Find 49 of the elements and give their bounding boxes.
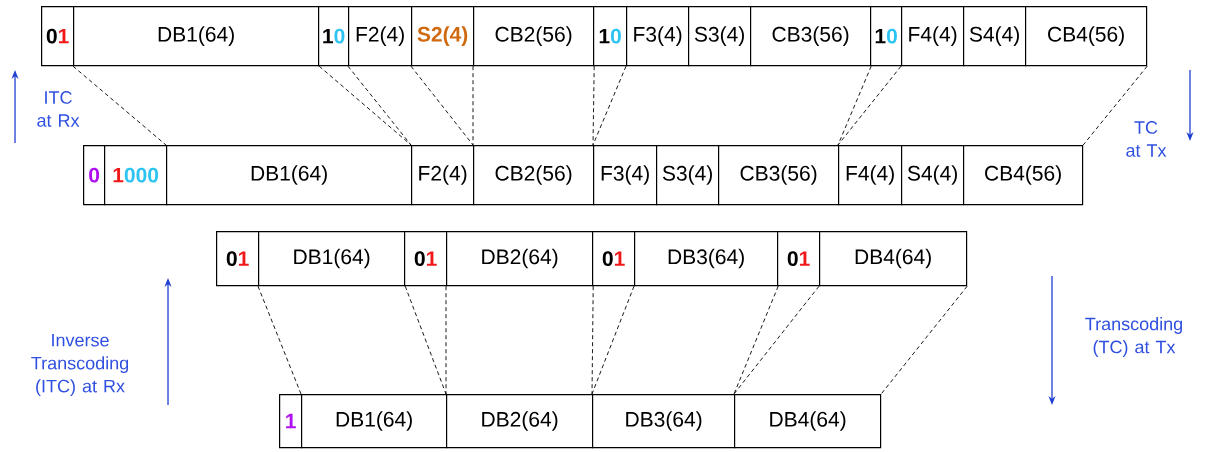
field-cell: DB2(64) [446, 394, 594, 449]
mapping-line [1082, 65, 1148, 146]
field-cell: DB3(64) [592, 394, 736, 449]
mapping-line [592, 65, 627, 146]
field-cell: S3(4) [656, 145, 720, 206]
bit-cell: 01 [216, 231, 260, 287]
field-cell: S4(4) [901, 145, 965, 206]
mapping-line [837, 65, 872, 146]
mapping-line [880, 285, 968, 395]
mapping-line [318, 65, 412, 146]
field-cell: S2(4) [411, 6, 475, 67]
mapping-line [347, 65, 412, 146]
field-cell: F3(4) [593, 145, 658, 206]
mapping-line [591, 285, 635, 395]
field-cell: CB2(56) [473, 145, 595, 206]
field-cell: F4(4) [901, 6, 965, 67]
bit-cell: 01 [777, 231, 821, 287]
bit-cell: 01 [41, 6, 75, 67]
bit-cell: 01 [592, 231, 636, 287]
mapping-line [472, 65, 474, 146]
mapping-line [837, 65, 902, 146]
mapping-line [445, 285, 447, 395]
mapping-line [410, 65, 474, 146]
mapping-line [404, 285, 447, 395]
mapping-line [257, 285, 302, 395]
mapping-line [591, 285, 594, 395]
mapping-line [72, 65, 167, 146]
bit-cell: 10 [318, 6, 350, 67]
field-cell: CB4(56) [1025, 6, 1148, 67]
direction-label: Transcoding (TC) at Tx [1085, 317, 1182, 357]
field-cell: CB3(56) [718, 145, 840, 206]
bit-cell: 1 [279, 394, 303, 449]
mapping-line [592, 65, 595, 146]
field-cell: F2(4) [411, 145, 475, 206]
field-cell: CB4(56) [963, 145, 1084, 206]
direction-label: Inverse Transcoding (ITC) at Rx [31, 333, 129, 397]
direction-label: ITC at Rx [37, 91, 80, 127]
bit-cell: 01 [404, 231, 448, 287]
field-cell: S4(4) [963, 6, 1027, 67]
field-cell: F4(4) [838, 145, 903, 206]
bit-cell: 10 [593, 6, 628, 67]
mapping-line [733, 285, 820, 395]
bit-cell: 10 [870, 6, 903, 67]
field-cell: F3(4) [626, 6, 690, 67]
field-cell: DB4(64) [734, 394, 882, 449]
field-cell: S3(4) [688, 6, 752, 67]
direction-label: TC at Tx [1126, 121, 1167, 157]
bit-cell: 0 [83, 145, 106, 206]
mapping-line [733, 285, 779, 395]
